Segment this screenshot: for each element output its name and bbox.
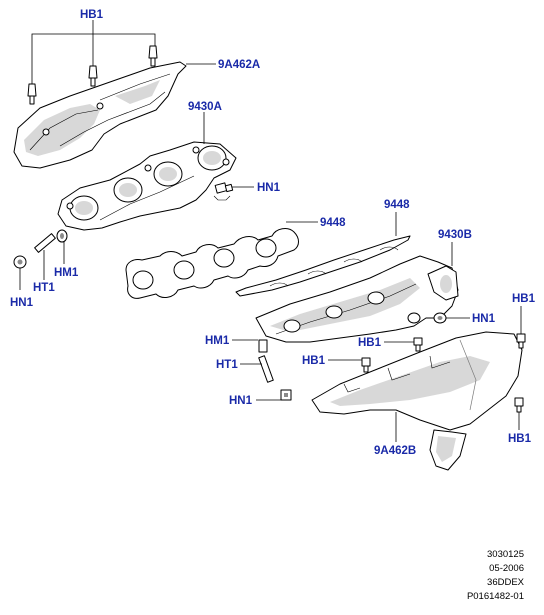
callout-9a462b: 9A462B (374, 445, 416, 457)
callout-9430b: 9430B (438, 229, 472, 241)
exhaust-manifold-a (57, 141, 237, 231)
callout-hb1-top: HB1 (80, 9, 104, 21)
callout-ht1-left: HT1 (33, 282, 55, 294)
drawing-reference-block: 3030125 05-2006 36DDEX P0161482-01 (467, 548, 524, 604)
bolt-hb1-upper-right (148, 45, 158, 67)
callout-ht1-mid: HT1 (216, 359, 238, 371)
callout-hb1-right-top: HB1 (512, 293, 536, 305)
exhaust-manifold-b (255, 255, 459, 343)
drawing-part-ref: P0161482-01 (466, 591, 524, 602)
callout-9448-a: 9448 (320, 217, 346, 229)
nut-hn1-left (13, 255, 27, 269)
bolt-hb1-upper-mid (88, 65, 98, 87)
spacer-hm1-left (56, 229, 68, 243)
nut-hn1-lower (280, 389, 292, 401)
bolt-hb1-upper-left (27, 83, 37, 105)
heat-shield-lower (311, 331, 523, 471)
callout-hb1-right-bottom: HB1 (508, 433, 532, 445)
leader-lines (19, 20, 522, 442)
bolt-hb1-right-bottom (514, 397, 524, 413)
drawing-model-code: 36DDEX (487, 577, 524, 588)
heat-shield-upper (13, 61, 187, 169)
bracket-mark (213, 195, 231, 201)
callout-hn1-left: HN1 (10, 297, 34, 309)
callout-hb1-mid: HB1 (358, 337, 382, 349)
spacer-hm1-mid (258, 339, 268, 353)
callout-hn1-lower: HN1 (229, 395, 253, 407)
callout-hb1-lower: HB1 (302, 355, 326, 367)
callout-9430a: 9430A (188, 101, 222, 113)
callout-hm1-mid: HM1 (205, 335, 230, 347)
callout-9a462a: 9A462A (218, 59, 260, 71)
stud-ht1-left (34, 233, 56, 253)
callout-hn1-upper: HN1 (257, 182, 281, 194)
nut-hn1-right (433, 312, 447, 324)
nut-hn1-upper (214, 182, 234, 194)
bolt-hb1-mid-manifold (413, 337, 423, 352)
drawing-number: 3030125 (487, 549, 524, 560)
gasket-a (125, 228, 299, 299)
callout-hm1-left: HM1 (54, 267, 79, 279)
gasket-b (235, 235, 411, 297)
bolt-hb1-lower (361, 357, 371, 373)
callout-hn1-right: HN1 (472, 313, 496, 325)
stud-ht1-mid (258, 355, 274, 383)
drawing-date: 05-2006 (489, 563, 524, 574)
callout-9448-b: 9448 (384, 199, 410, 211)
